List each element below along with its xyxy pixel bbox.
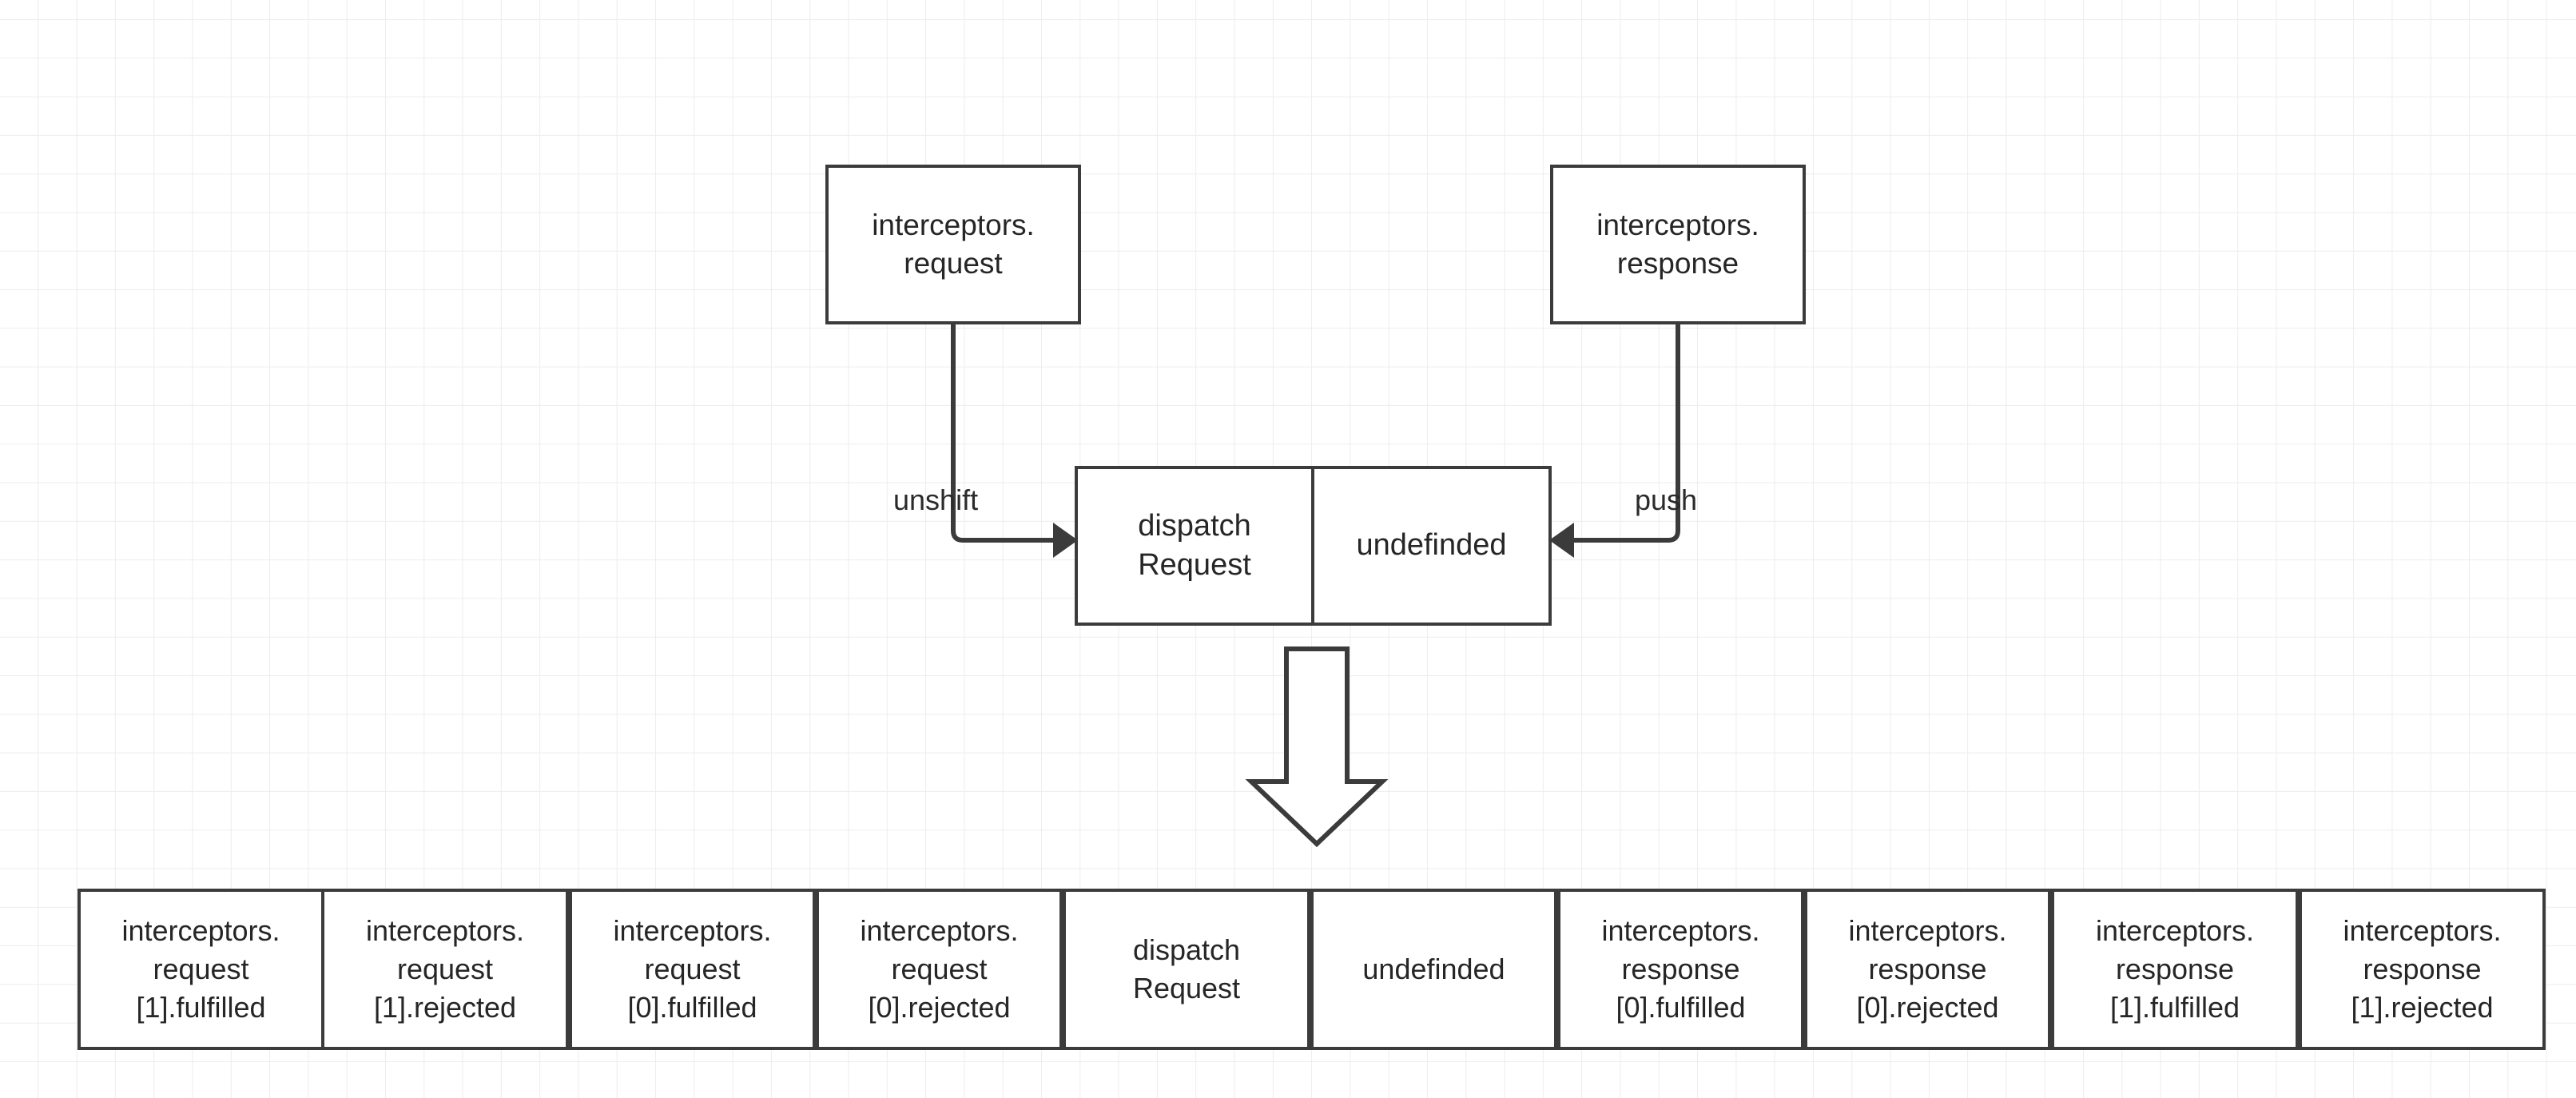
result-cell-req-1-rejected[interactable]: interceptors. request [1].rejected [321,889,569,1050]
push-connector-path [1549,324,1680,558]
down-block-arrow-shape [1245,646,1389,848]
connector-label-push: push [1635,483,1698,516]
result-cell-res-0-rejected[interactable]: interceptors. response [0].rejected [1804,889,2051,1050]
result-cell-undefinded-cell[interactable]: undefinded [1310,889,1557,1050]
box-dispatch-request[interactable]: dispatch Request [1075,466,1314,626]
connector-label-unshift: unshift [893,483,979,516]
box-undefinded[interactable]: undefinded [1311,466,1552,626]
result-cell-req-1-fulfilled[interactable]: interceptors. request [1].fulfilled [78,889,324,1050]
result-cell-res-1-fulfilled[interactable]: interceptors. response [1].fulfilled [2051,889,2299,1050]
result-cell-dispatch-request-cell[interactable]: dispatch Request [1063,889,1310,1050]
result-cell-res-1-rejected[interactable]: interceptors. response [1].rejected [2299,889,2546,1050]
box-interceptors-request[interactable]: interceptors. request [825,165,1081,324]
result-cell-res-0-fulfilled[interactable]: interceptors. response [0].fulfilled [1557,889,1804,1050]
result-cell-req-0-rejected[interactable]: interceptors. request [0].rejected [816,889,1063,1050]
box-interceptors-response[interactable]: interceptors. response [1550,165,1806,324]
unshift-connector-path [951,324,1078,558]
result-cell-req-0-fulfilled[interactable]: interceptors. request [0].fulfilled [569,889,816,1050]
